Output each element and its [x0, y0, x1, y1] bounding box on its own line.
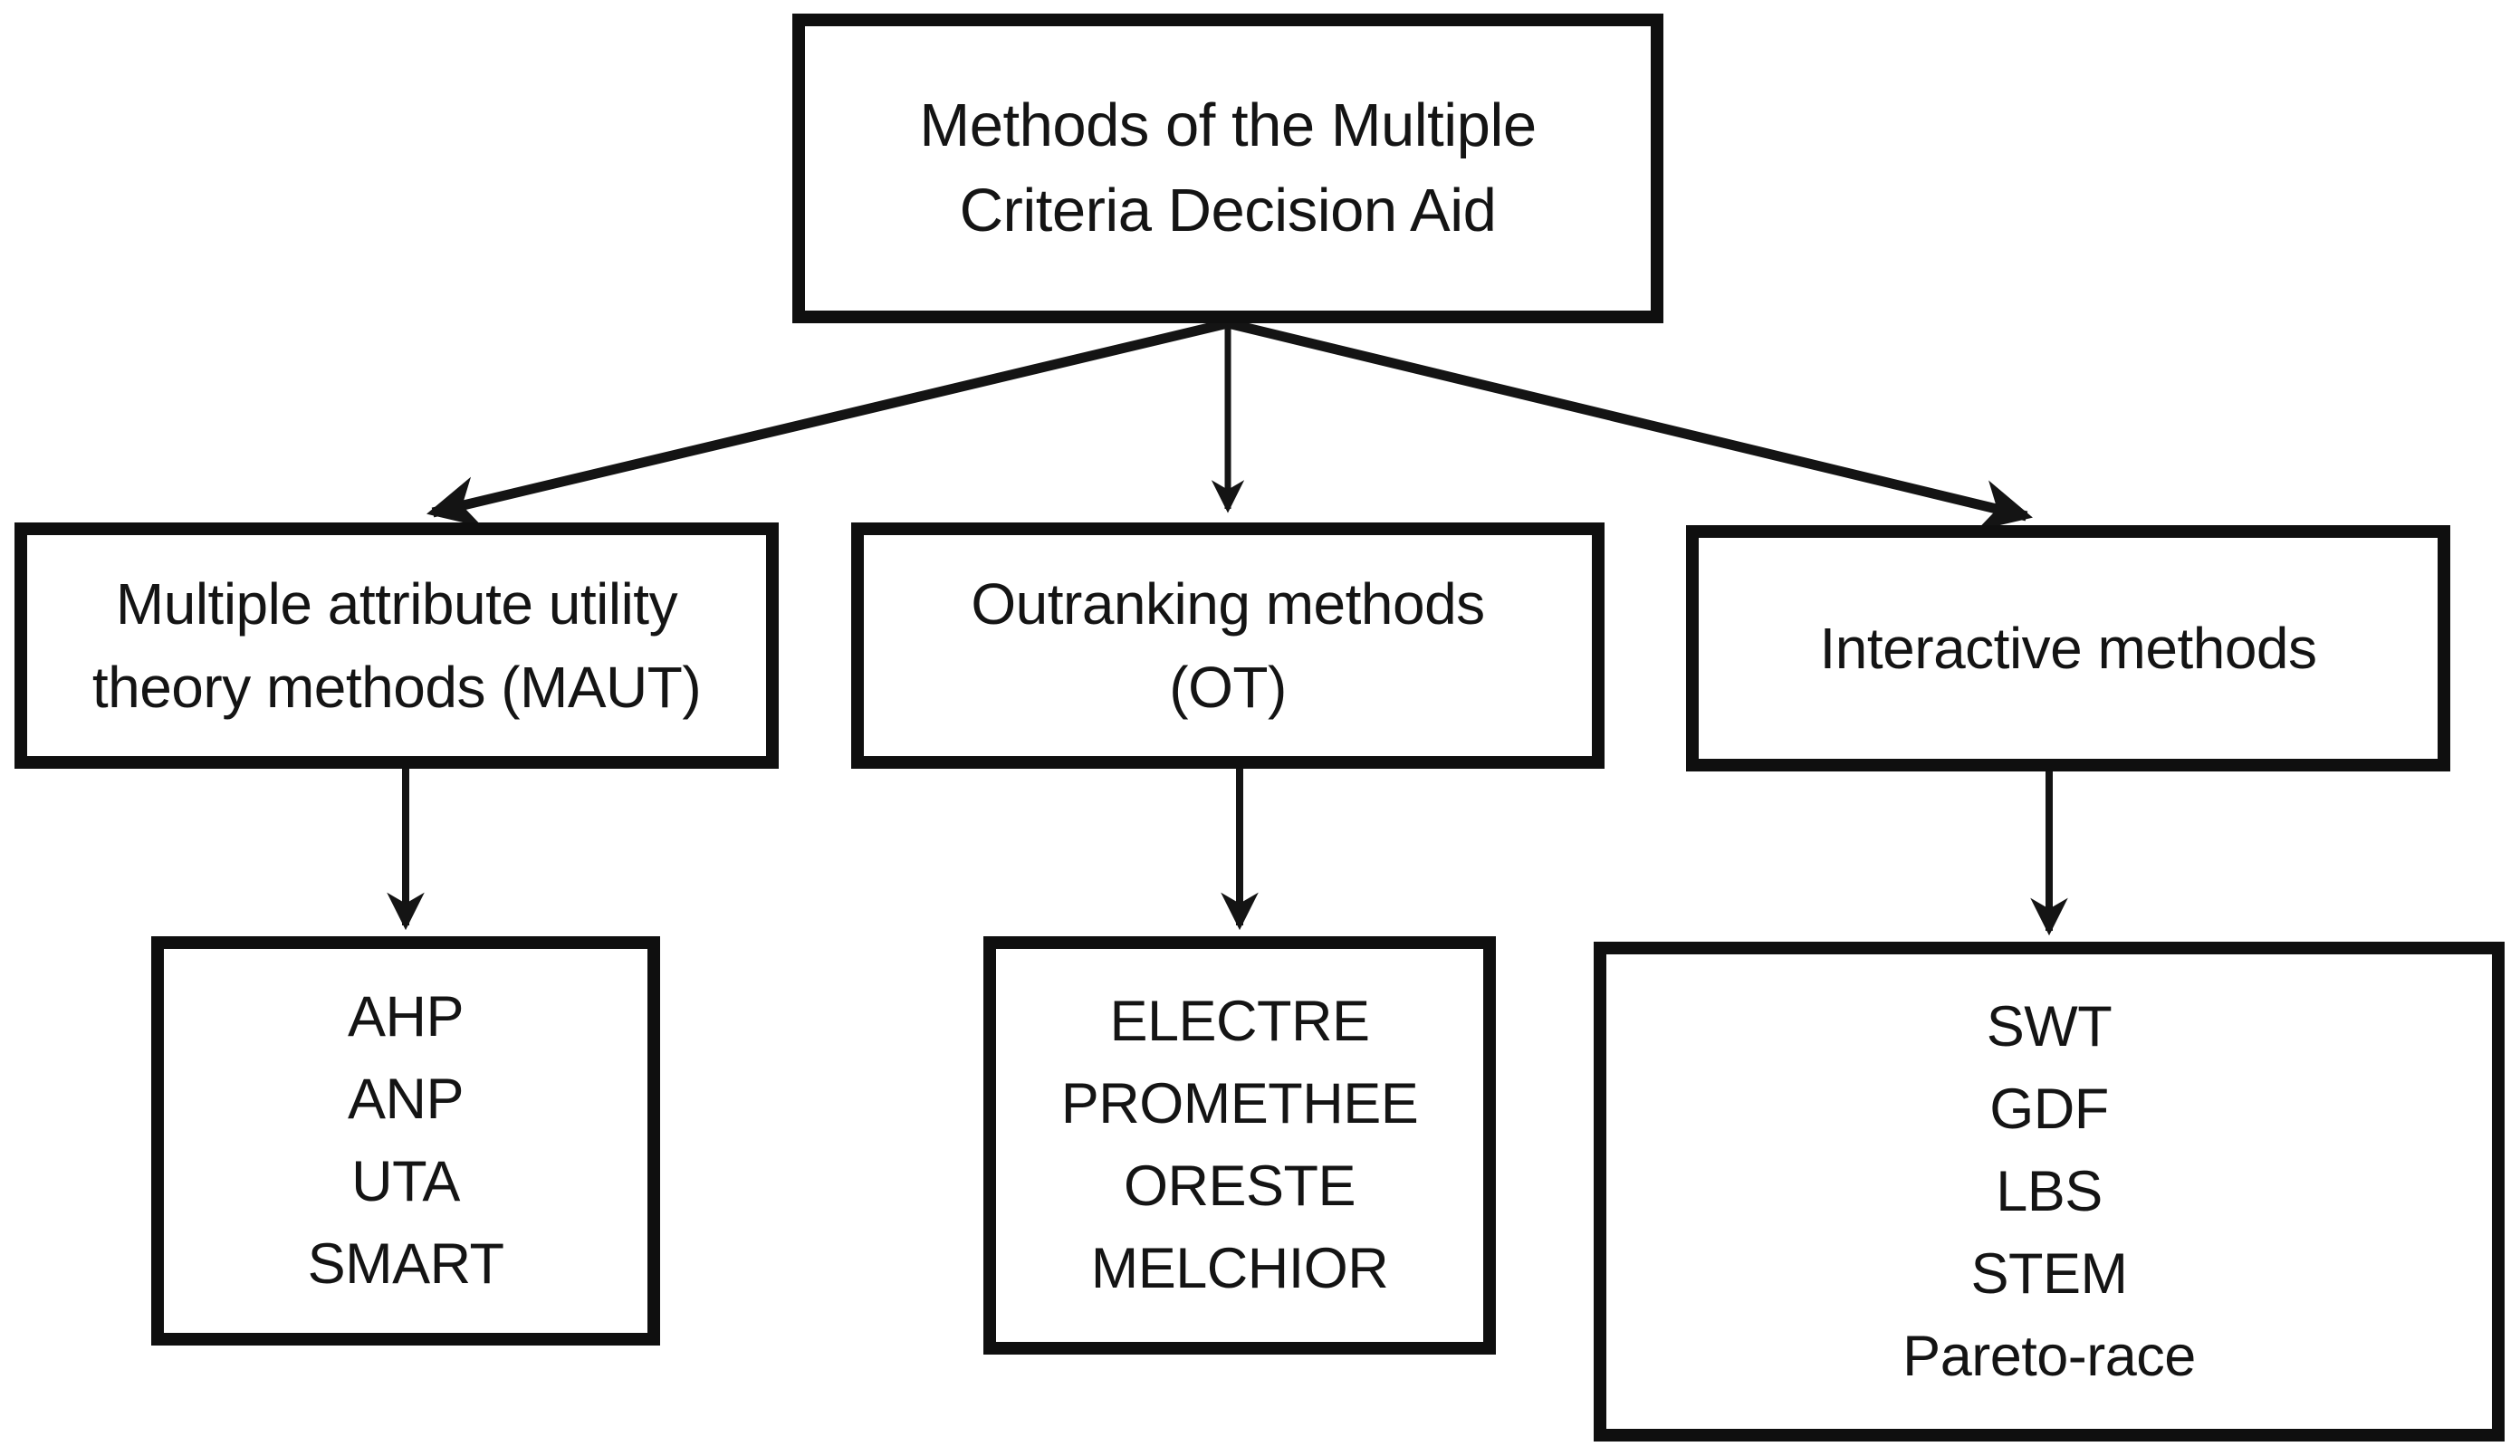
- method-item: Pareto-race: [1902, 1324, 2196, 1388]
- arrow-root-to-maut: [426, 318, 1230, 528]
- method-item: SMART: [307, 1232, 504, 1296]
- interactive-methods-box: SWT GDF LBS STEM Pareto-race: [1594, 942, 2505, 1442]
- root-label-line: Methods of the Multiple: [919, 91, 1537, 159]
- method-item: SWT: [1986, 994, 2113, 1058]
- method-item: ORESTE: [1123, 1154, 1356, 1218]
- outranking-label-line: (OT): [1169, 655, 1287, 720]
- method-item: UTA: [351, 1150, 460, 1213]
- outranking-box: Outranking methods (OT): [851, 522, 1605, 769]
- arrow-root-to-interactive: [1226, 318, 2033, 532]
- maut-label-line: theory methods (MAUT): [91, 655, 702, 720]
- maut-label-line: Multiple attribute utility: [115, 571, 678, 637]
- interactive-box: Interactive methods: [1686, 525, 2450, 771]
- method-item: AHP: [347, 985, 465, 1049]
- outranking-label-line: Outranking methods: [971, 571, 1485, 637]
- method-item: STEM: [1970, 1241, 2128, 1306]
- method-item: MELCHIOR: [1090, 1237, 1389, 1300]
- root-label-line: Criteria Decision Aid: [959, 177, 1497, 244]
- method-item: ANP: [347, 1068, 465, 1131]
- outranking-methods-box: ELECTRE PROMETHEE ORESTE MELCHIOR: [983, 936, 1496, 1355]
- interactive-label-line: Interactive methods: [1819, 616, 2318, 681]
- method-item: GDF: [1989, 1077, 2109, 1141]
- method-item: ELECTRE: [1109, 990, 1370, 1053]
- method-item: LBS: [1996, 1159, 2103, 1223]
- method-item: PROMETHEE: [1060, 1072, 1419, 1135]
- maut-methods-box: AHP ANP UTA SMART: [151, 936, 660, 1346]
- root-box: Methods of the Multiple Criteria Decisio…: [792, 14, 1663, 323]
- maut-box: Multiple attribute utility theory method…: [14, 522, 779, 769]
